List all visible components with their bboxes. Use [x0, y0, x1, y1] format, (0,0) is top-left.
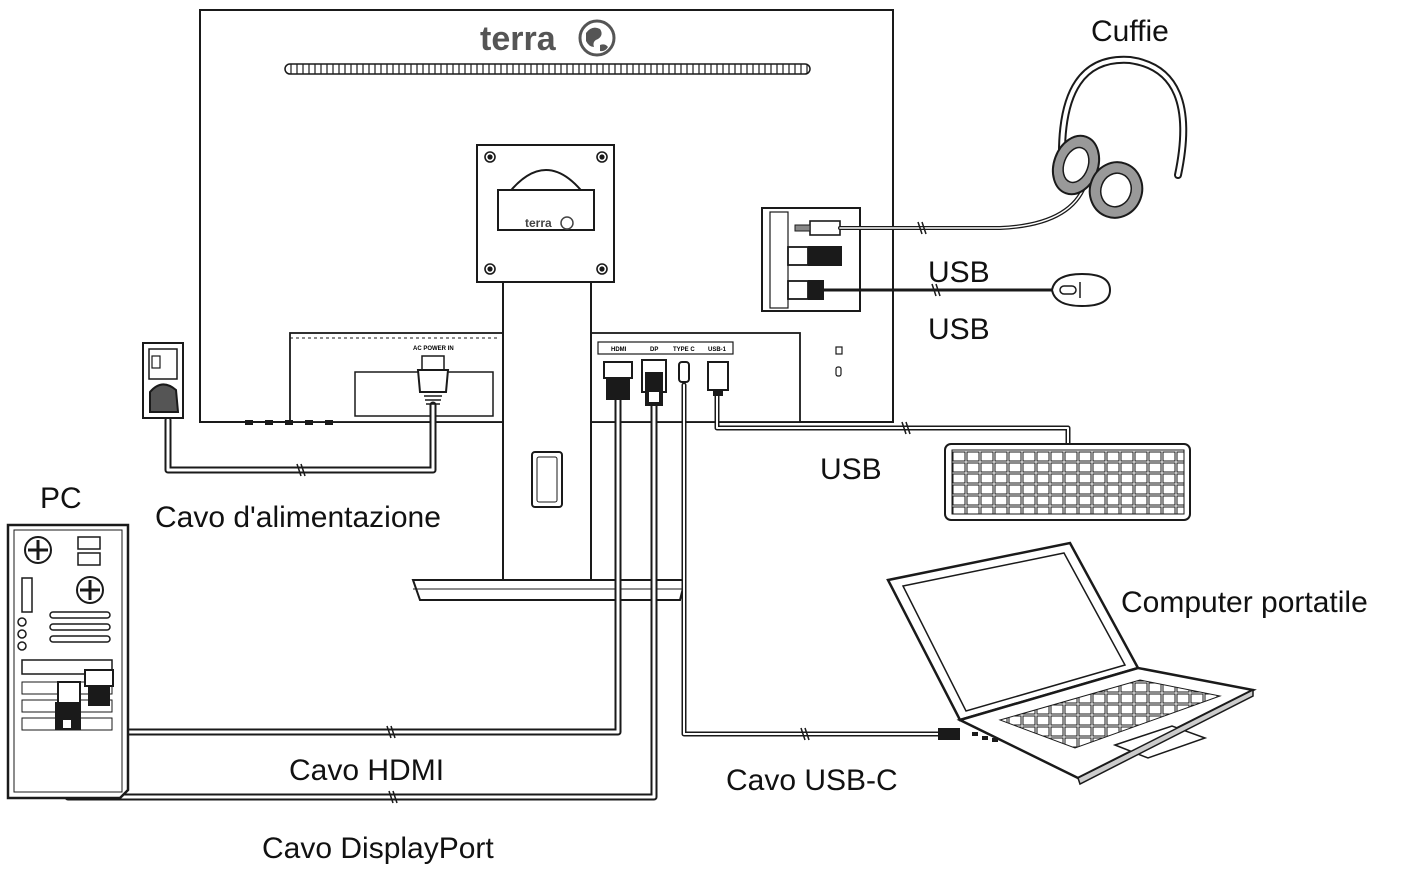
kensington-slot-icon: [835, 366, 842, 377]
label-laptop: Computer portatile: [1121, 586, 1368, 619]
wall-outlet: [142, 342, 184, 419]
label-displayport-cable: Cavo DisplayPort: [262, 832, 494, 865]
stand-brand-text: terra: [525, 216, 552, 230]
brand-text: terra: [480, 20, 557, 58]
label-pc: PC: [40, 482, 82, 515]
hdmi-plug: [84, 669, 114, 687]
label-usbc-cable: Cavo USB-C: [726, 764, 898, 797]
globe-icon: [560, 216, 574, 230]
port-label-usb: USB-1: [708, 347, 727, 353]
audio-jack-plug: [809, 220, 841, 236]
label-headphones: Cuffie: [1091, 15, 1169, 48]
usb-plug-dark: [808, 246, 842, 266]
usbc-cable: [681, 382, 943, 737]
hdmi-plug: [603, 361, 633, 379]
stand-base: [411, 579, 687, 601]
laptop-icon: [886, 541, 1257, 786]
usb-port-icon: [787, 280, 809, 300]
usb-plug-dark: [808, 280, 824, 300]
label-usb-mouse-top: USB: [928, 256, 990, 289]
usbc-laptop-plug: [938, 728, 960, 740]
cable-break-marks: [296, 221, 941, 804]
lock-icon: [835, 346, 843, 355]
wall-plug: [149, 383, 180, 413]
side-port-panel: [761, 207, 861, 312]
label-usb-mouse-bottom: USB: [928, 313, 990, 346]
label-power-cable: Cavo d'alimentazione: [155, 501, 441, 534]
headphones-icon: [1051, 55, 1188, 219]
usb-port-icon: [787, 246, 809, 266]
vent-strip: [284, 63, 811, 75]
port-label-power: AC POWER IN: [413, 346, 454, 352]
label-usb-keyboard: USB: [820, 453, 882, 486]
vesa-mount: [476, 144, 615, 283]
mouse-icon: [1050, 272, 1112, 308]
port-label-dp: DP: [650, 347, 658, 353]
pc-tower-icon: [6, 523, 130, 800]
label-hdmi-cable: Cavo HDMI: [289, 754, 445, 787]
terra-logo: terra: [480, 19, 616, 58]
usbc-plug: [678, 361, 690, 383]
port-label-hdmi: HDMI: [611, 347, 627, 353]
port-label-typec: TYPE C: [673, 347, 695, 353]
power-plug: [421, 355, 445, 371]
usb-plug: [707, 361, 729, 391]
monitor-buttons: [245, 420, 333, 425]
keyboard-icon: [944, 443, 1191, 521]
screw-icon: [484, 151, 608, 275]
monitor-connectors: [416, 355, 729, 406]
port-label-strip: [597, 341, 734, 355]
